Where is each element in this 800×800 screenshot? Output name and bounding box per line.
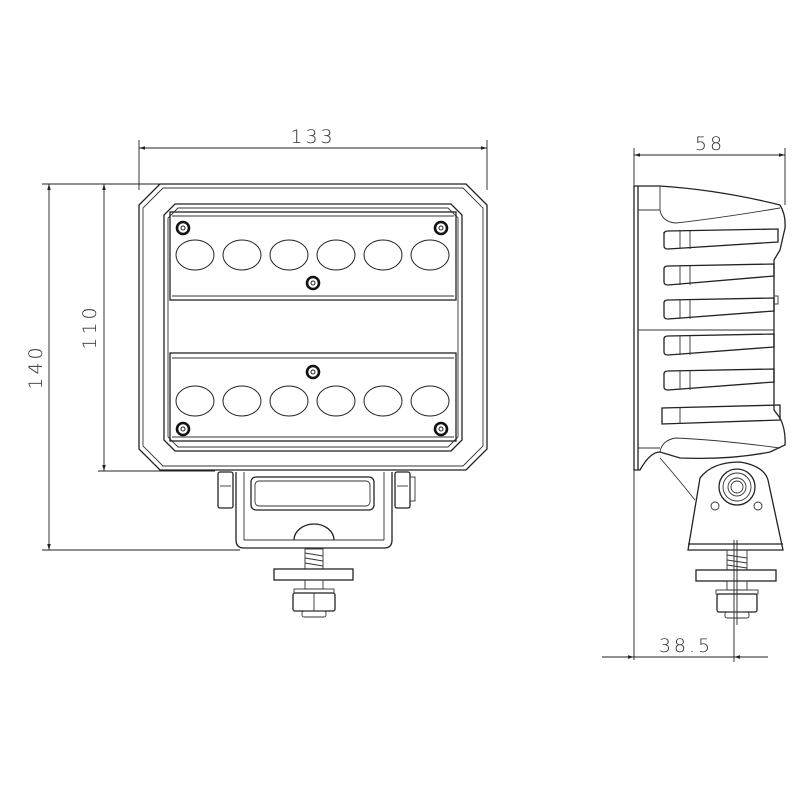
led-6 xyxy=(410,385,450,417)
mounting-bracket xyxy=(217,471,416,618)
screw-icon xyxy=(433,220,449,236)
dimension-mount-offset-label: 38.5 xyxy=(659,635,713,657)
led-5 xyxy=(363,239,403,271)
front-view: 133 140 110 xyxy=(25,126,488,618)
screw-icon xyxy=(175,421,191,437)
led-2 xyxy=(222,239,262,271)
screw-icon xyxy=(305,275,321,291)
led-module-upper xyxy=(169,211,457,301)
dimension-width-label: 133 xyxy=(290,126,335,148)
dimension-height-housing: 110 xyxy=(79,184,215,472)
screw-icon xyxy=(175,220,191,236)
dimension-depth-label: 58 xyxy=(695,133,725,155)
led-2 xyxy=(222,385,262,417)
dimension-width: 133 xyxy=(138,126,488,190)
led-6 xyxy=(410,239,450,271)
led-1 xyxy=(175,239,215,271)
cooling-fins xyxy=(661,228,781,425)
led-3 xyxy=(269,385,309,417)
dimension-height-overall-label: 140 xyxy=(25,344,47,389)
dimension-height-housing-label: 110 xyxy=(79,304,101,349)
housing xyxy=(138,183,488,471)
led-3 xyxy=(269,239,309,271)
side-view: 58 38.5 xyxy=(602,133,786,662)
led-4 xyxy=(316,239,356,271)
led-module-lower xyxy=(169,352,457,442)
screw-icon xyxy=(433,421,449,437)
side-housing xyxy=(633,185,786,471)
screw-icon xyxy=(305,364,321,380)
side-mount xyxy=(659,457,784,625)
led-5 xyxy=(363,385,403,417)
led-4 xyxy=(316,385,356,417)
dimension-mount-offset: 38.5 xyxy=(602,540,768,662)
led-1 xyxy=(175,385,215,417)
dimension-height-overall: 140 xyxy=(25,183,240,551)
